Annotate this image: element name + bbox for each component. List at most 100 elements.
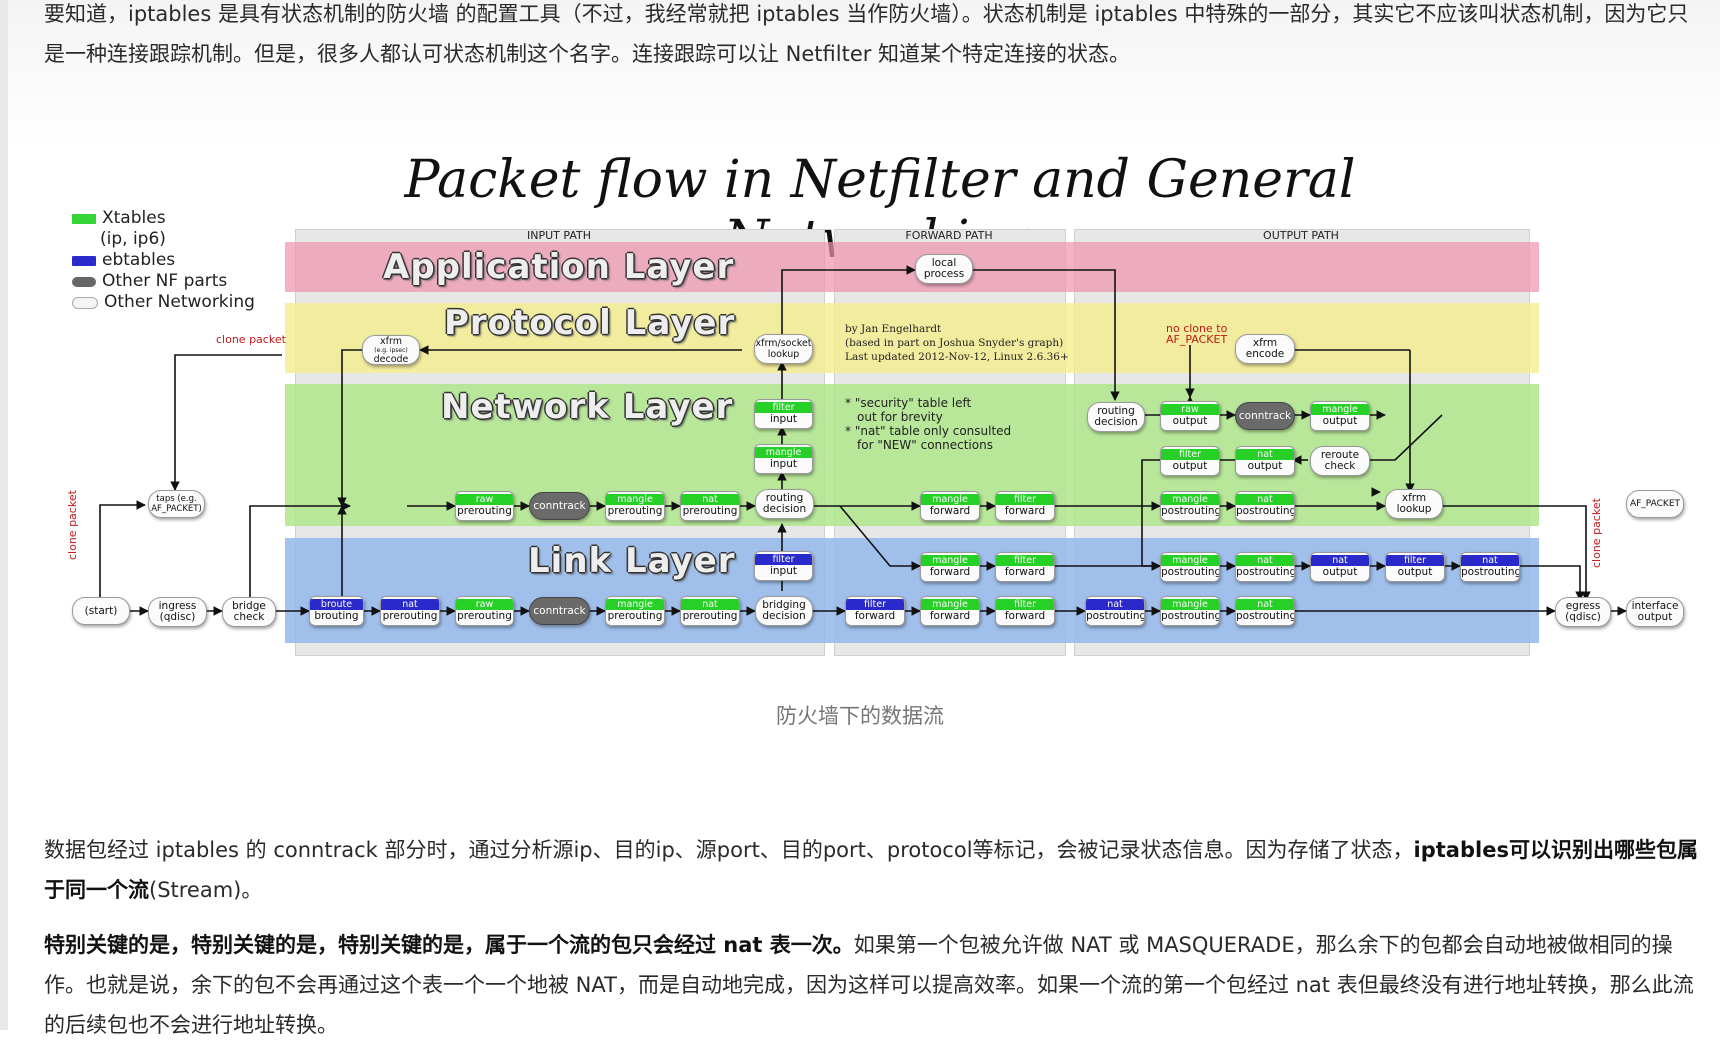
mangle-post-b-tag: mangle (1161, 599, 1219, 610)
mangle-post-l-label: postrouting (1161, 566, 1220, 578)
filter-out-eb-label: output (1397, 566, 1433, 578)
local-process-line-2: process (923, 268, 965, 280)
xfrm-lookup-line-2: lookup (1396, 503, 1432, 515)
nat-pre-n-tag: nat (681, 494, 739, 505)
filter-fwd-l-tag: filter (996, 555, 1054, 566)
note-line-2: out for brevity (857, 410, 943, 424)
protocol-layer-label: Protocol Layer (444, 303, 736, 343)
table-notes: * "security" table left out for brevity … (845, 396, 1011, 452)
no-clone-line-2: AF_PACKET (1166, 333, 1228, 346)
paragraph-conntrack: 数据包经过 iptables 的 conntrack 部分时，通过分析源ip、目… (44, 830, 1704, 910)
filter-fwd-l-label: forward (1004, 566, 1046, 578)
nat-post-eb2-label: postrouting (1461, 566, 1520, 578)
forward-path-label: FORWARD PATH (905, 229, 993, 242)
mangle-fwd-l-tag: mangle (921, 555, 979, 566)
mangle-output-label: output (1322, 415, 1358, 427)
egress-line-1: egress (1565, 600, 1601, 612)
brouting-label: brouting (314, 610, 359, 622)
xfrm-decode-line-1: xfrm (380, 335, 402, 347)
bridge-check-line-1: bridge (232, 600, 266, 612)
credit-line-1: by Jan Engelhardt (845, 323, 942, 335)
credit-note: by Jan Engelhardt (based in part on Josh… (845, 322, 1069, 364)
nat-pre-l-tag: nat (681, 599, 739, 610)
xfrm-socket-line-2: lookup (767, 349, 800, 360)
note-line-4: for "NEW" connections (857, 438, 993, 452)
protocol-layer (285, 303, 1539, 373)
mangle-fwd-n-tag: mangle (921, 494, 979, 505)
af-packet-node: AF_PACKET (1626, 490, 1684, 518)
raw-output-label: output (1172, 415, 1208, 427)
filter-input-link-tag: filter (755, 554, 812, 565)
credit-line-2: (based in part on Joshua Snyder's graph) (845, 337, 1064, 349)
nat-post-b-tag: nat (1236, 599, 1294, 610)
p4-text-bold: 特别关键的是，特别关键的是，特别关键的是，属于一个流的包只会经过 nat 表一次… (44, 933, 854, 957)
mangle-post-n-label: postrouting (1161, 505, 1220, 517)
nat-post-l-tag: nat (1236, 555, 1294, 566)
filter-fwd-eb-tag: filter (846, 599, 904, 610)
clone-packet-label: clone packet (216, 333, 286, 346)
nat-out-eb-label: output (1322, 566, 1358, 578)
raw-pre-l-tag: raw (456, 599, 513, 610)
conntrack-net-node: conntrack (529, 492, 590, 520)
raw-pre-n-tag: raw (456, 494, 513, 505)
mangle-input-tag: mangle (755, 447, 812, 458)
no-clone-line-1: no clone to (1166, 322, 1228, 335)
egress-line-2: (qdisc) (1565, 611, 1601, 623)
reroute-line-2: check (1324, 460, 1356, 472)
bridging-line-1: bridging (762, 599, 806, 611)
xtables-swatch (72, 213, 96, 224)
interface-output-line-2: output (1637, 611, 1673, 623)
reroute-line-1: reroute (1320, 449, 1360, 461)
p3-text-a: 数据包经过 iptables 的 conntrack 部分时，通过分析源ip、目… (44, 838, 1414, 862)
note-line-1: * "security" table left (845, 396, 972, 410)
mangle-pre-l-tag: mangle (606, 599, 664, 610)
paragraph-intro: 要知道，iptables 是具有状态机制的防火墙 的配置工具（不过，我经常就把 … (44, 2, 1689, 66)
mangle-post-b-label: postrouting (1161, 610, 1220, 622)
routing-in-line-2: decision (762, 503, 807, 515)
filter-input-tag: filter (755, 402, 812, 413)
diagram-legend: Xtables (ip, ip6) ebtables Other NF part… (72, 208, 255, 313)
conntrack-out-node: conntrack (1235, 402, 1295, 430)
nat-post-b-label: postrouting (1236, 610, 1295, 622)
ingress-line-1: ingress (158, 600, 197, 612)
nat-pre-eb-tag: nat (381, 599, 439, 610)
mangle-fwd-n-label: forward (929, 505, 971, 517)
link-layer-label: Link Layer (528, 541, 736, 581)
credit-line-3: Last updated 2012-Nov-12, Linux 2.6.36+ (845, 351, 1069, 363)
bridge-check-line-2: check (233, 611, 265, 623)
mangle-post-l-tag: mangle (1161, 555, 1219, 566)
mangle-pre-n-label: prerouting (607, 505, 663, 517)
start-node: (start) (72, 597, 130, 625)
taps-line-1: taps (e.g. (156, 494, 197, 504)
mangle-fwd-l-label: forward (929, 566, 971, 578)
nat-output-label: output (1247, 460, 1283, 472)
bridging-line-2: decision (762, 610, 806, 622)
filter-output-label: output (1172, 460, 1208, 472)
nat-post-eb-label: postrouting (1086, 610, 1145, 622)
